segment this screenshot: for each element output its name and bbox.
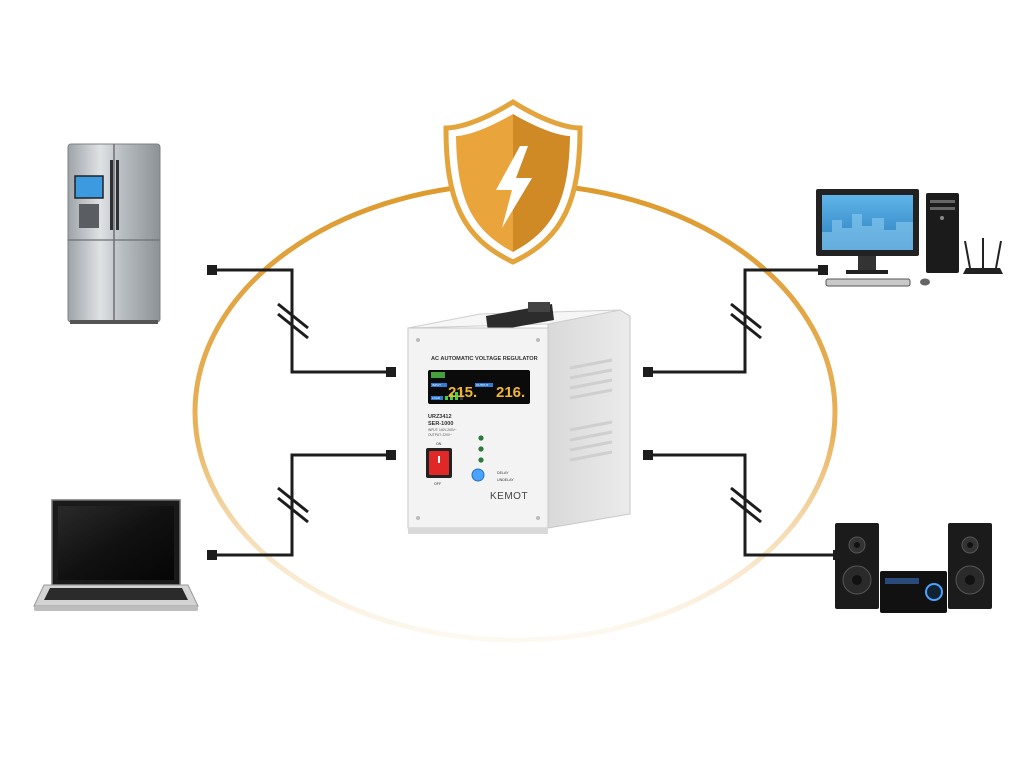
refrigerator-icon	[67, 143, 161, 324]
series-code: SER-1000	[428, 421, 453, 427]
display-load-label: LOAD	[432, 396, 441, 400]
regulator-panel-title: AC AUTOMATIC VOLTAGE REGULATOR	[431, 356, 538, 362]
display-input-label: INPUT	[432, 383, 441, 387]
model-code: URZ3412	[428, 414, 452, 420]
spec-output: OUTPUT: 220V~	[428, 433, 452, 437]
wiring-left-terminals	[207, 265, 396, 560]
display-output-reading: 216.	[496, 384, 525, 401]
voltage-regulator: AC AUTOMATIC VOLTAGE REGULATOR INPUT OUT…	[407, 302, 631, 534]
brand-logo: KEMOT	[490, 491, 528, 502]
delay-label: DELAY	[497, 471, 509, 475]
wifi-router-icon	[963, 238, 1003, 274]
undelay-label: UNDELAY	[497, 478, 514, 482]
display-output-label: OUTPUT	[476, 383, 489, 387]
wiring-right-terminals	[643, 265, 843, 560]
wiring-left	[212, 268, 391, 557]
laptop-icon	[33, 499, 199, 611]
desktop-computer-icon	[816, 189, 959, 287]
wiring-right	[648, 268, 838, 557]
switch-on-label: ON	[436, 442, 442, 446]
switch-off-label: OFF	[434, 482, 442, 486]
spec-input: INPUT: 140V-260V~	[428, 428, 457, 432]
display-input-reading: 215.	[448, 384, 477, 401]
lightning-shield-icon	[443, 99, 583, 265]
hifi-stereo-icon	[835, 523, 992, 613]
